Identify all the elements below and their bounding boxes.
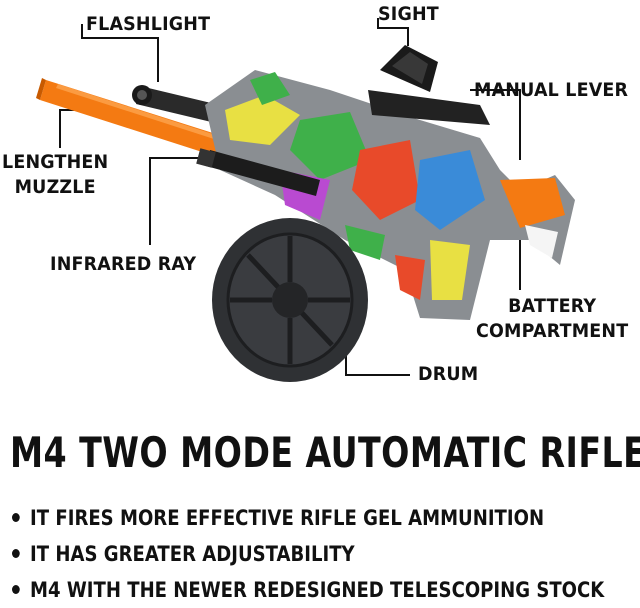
gel-blaster-rifle-image	[36, 18, 575, 382]
feature-text: M4 WITH THE NEWER REDESIGNED TELESCOPING…	[30, 578, 605, 602]
manual-lever-label: MANUAL LEVER	[474, 79, 629, 101]
drum-magazine	[212, 218, 368, 382]
callout-leader-lines	[59, 18, 521, 376]
bullet-icon	[12, 584, 20, 594]
feature-item: IT HAS GREATER ADJUSTABILITY	[12, 536, 604, 572]
lengthen-muzzle-line2: MUZZLE	[14, 175, 96, 198]
battery-compartment-line2: COMPARTMENT	[476, 319, 629, 342]
lengthen-muzzle-label: LENGTHEN MUZZLE	[2, 150, 108, 199]
infrared-ray-label: INFRARED RAY	[50, 253, 197, 275]
infrared-laser	[196, 148, 320, 196]
lengthen-muzzle-line1: LENGTHEN	[2, 151, 109, 173]
feature-text: IT HAS GREATER ADJUSTABILITY	[30, 542, 355, 566]
flashlight-label: FLASHLIGHT	[86, 13, 211, 35]
sight-label: SIGHT	[378, 3, 439, 25]
feature-list: IT FIRES MORE EFFECTIVE RIFLE GEL AMMUNI…	[12, 500, 640, 608]
drum-label: DRUM	[418, 363, 479, 385]
feature-text: IT FIRES MORE EFFECTIVE RIFLE GEL AMMUNI…	[30, 506, 545, 530]
bullet-icon	[12, 548, 20, 558]
battery-compartment-line1: BATTERY	[508, 295, 597, 317]
battery-compartment-label: BATTERY COMPARTMENT	[476, 294, 628, 343]
red-dot-sight	[368, 45, 490, 125]
feature-item: M4 WITH THE NEWER REDESIGNED TELESCOPING…	[12, 572, 604, 608]
bullet-icon	[12, 512, 20, 522]
product-title: M4 TWO MODE AUTOMATIC RIFLE	[10, 428, 640, 477]
muzzle	[36, 78, 260, 168]
feature-item: IT FIRES MORE EFFECTIVE RIFLE GEL AMMUNI…	[12, 500, 604, 536]
